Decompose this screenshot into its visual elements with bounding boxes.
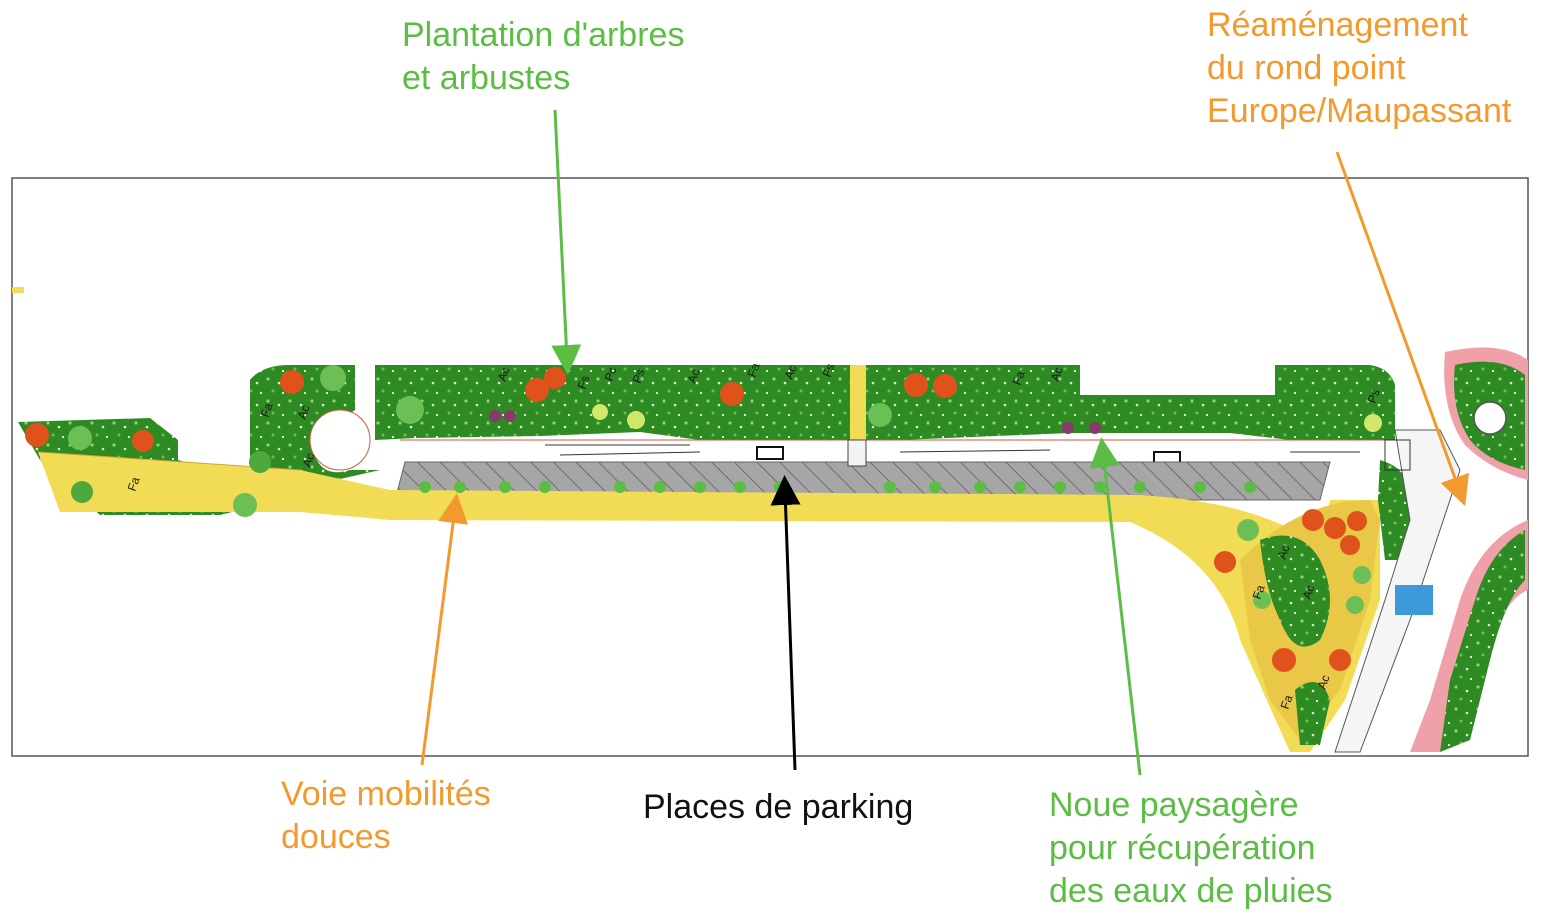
label-reamenagement: Réaménagement du rond point Europe/Maupa… <box>1207 4 1511 133</box>
label-noue: Noue paysagère pour récupération des eau… <box>1049 784 1333 913</box>
plant-code: Fs <box>820 362 838 379</box>
plant-code: Ac <box>1315 673 1333 691</box>
label-line: Réaménagement <box>1207 6 1468 44</box>
label-line: du rond point <box>1207 49 1406 87</box>
path-marker <box>12 287 24 293</box>
trees <box>25 365 1382 672</box>
plant-code: Fa <box>1278 693 1296 711</box>
plant-code: Ac <box>1048 365 1066 383</box>
label-line: Places de parking <box>643 788 914 826</box>
plant-code: Pc <box>602 365 620 383</box>
plant-code: Fa <box>258 401 276 419</box>
label-plantation: Plantation d'arbres et arbustes <box>402 14 684 100</box>
arrow-noue <box>1089 437 1142 776</box>
label-line: des eaux de pluies <box>1049 872 1333 910</box>
plant-code: Ac <box>782 363 800 381</box>
arrow-plantation <box>551 109 582 375</box>
label-parking: Places de parking <box>643 786 913 829</box>
plant-code: Ps <box>630 367 648 385</box>
label-line: Voie mobilités <box>281 775 491 813</box>
arrow-voie <box>420 493 468 766</box>
label-line: Plantation d'arbres <box>402 16 685 54</box>
plant-code: Ac <box>300 451 318 469</box>
path-crossing <box>850 365 866 440</box>
plant-code: Fa <box>745 361 763 379</box>
label-line: pour récupération <box>1049 829 1316 867</box>
label-line: Noue paysagère <box>1049 786 1299 824</box>
turnaround <box>309 409 371 471</box>
pedestrian-crossing <box>1395 585 1433 615</box>
plant-code: Ac <box>1275 543 1293 561</box>
vegetation-north-2 <box>866 365 1395 440</box>
arrow-reamenagement <box>1335 151 1470 507</box>
plant-code: Fa <box>125 475 143 493</box>
parking-shrubs <box>419 481 1256 493</box>
arrow-parking <box>770 475 801 771</box>
plant-code: Ps <box>1365 387 1383 405</box>
label-line: Europe/Maupassant <box>1207 92 1512 130</box>
plant-code: Fa <box>1250 583 1268 601</box>
plant-code: Fs <box>575 374 593 391</box>
plant-code: Ac <box>495 365 513 383</box>
label-voie-mobilites: Voie mobilités douces <box>281 773 491 859</box>
plant-code: Ac <box>1300 583 1318 601</box>
plant-code: Ac <box>295 403 313 421</box>
label-line: et arbustes <box>402 59 571 97</box>
voie-mobilites-douces <box>38 452 1380 752</box>
plant-code: Ac <box>685 367 703 385</box>
label-line: douces <box>281 818 391 856</box>
plant-code: Fa <box>1010 369 1028 387</box>
